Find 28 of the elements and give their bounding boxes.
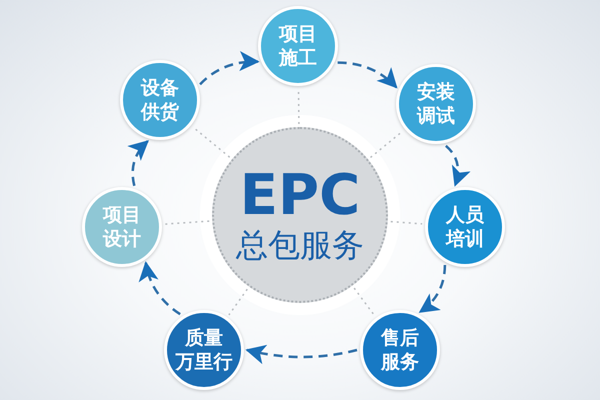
connector-line — [192, 126, 230, 158]
stage-label: 质量万里行 — [176, 326, 232, 374]
arrow — [338, 61, 398, 89]
stage-label: 项目施工 — [279, 22, 317, 70]
connector-line — [354, 288, 375, 316]
stage-circle — [120, 60, 200, 140]
stage-circle — [425, 187, 505, 267]
arrow — [418, 264, 446, 313]
connector-line — [228, 288, 248, 316]
stage-circle — [396, 64, 476, 144]
stage-label: 项目设计 — [103, 203, 141, 251]
stage-label: 售后服务 — [381, 326, 419, 374]
stage-label: 人员培训 — [446, 203, 484, 251]
connector-line — [390, 220, 422, 225]
arrow — [445, 144, 470, 187]
subtitle-text: 总包服务 — [236, 226, 364, 264]
arrow — [199, 52, 260, 86]
arrow — [245, 344, 358, 364]
arrow — [128, 140, 149, 186]
stage-label: 设备供货 — [141, 76, 179, 124]
stage-circle — [164, 310, 244, 390]
stage-circle — [258, 6, 338, 86]
connector-line — [164, 220, 210, 225]
stage-circle — [360, 310, 440, 390]
stage-label: 安装调试 — [417, 80, 455, 128]
title-text: EPC — [240, 166, 360, 226]
arrow — [139, 261, 181, 316]
stage-circle — [82, 187, 162, 267]
